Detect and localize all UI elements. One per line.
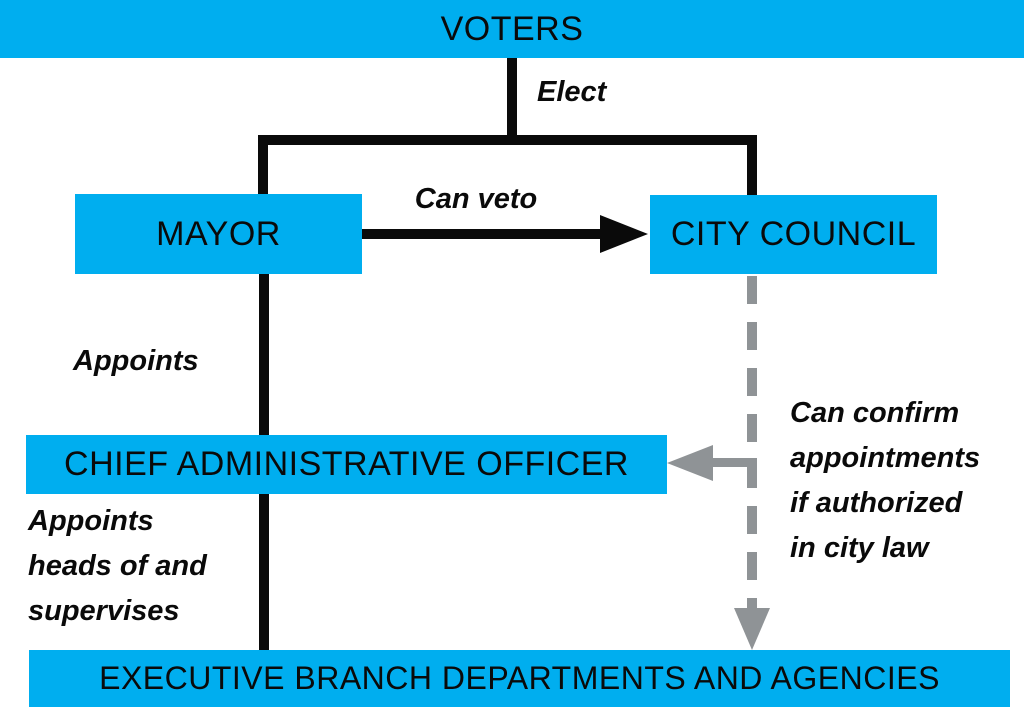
voters-elect-line <box>507 57 517 136</box>
confirm-down-arrowhead-icon <box>734 608 770 650</box>
elbow-connector-line <box>258 135 757 145</box>
voters-banner: VOTERS <box>0 0 1024 58</box>
city-council-box: CITY COUNCIL <box>650 195 937 274</box>
confirm-dashed-line <box>747 276 757 608</box>
can-confirm-label: Can confirm appointments if authorized i… <box>790 391 980 571</box>
appoints-heads-label: Appoints heads of and supervises <box>28 499 207 634</box>
mayor-box: MAYOR <box>75 194 362 274</box>
cao-box: CHIEF ADMINISTRATIVE OFFICER <box>26 435 667 494</box>
can-confirm-line-3: if authorized <box>790 487 963 519</box>
appoints-heads-line-2: heads of and <box>28 550 207 582</box>
line-to-council <box>747 135 757 196</box>
voters-label: VOTERS <box>440 9 584 48</box>
executive-branch-banner: EXECUTIVE BRANCH DEPARTMENTS AND AGENCIE… <box>29 650 1010 707</box>
mayor-label: MAYOR <box>156 214 281 253</box>
confirm-branch-line <box>710 458 757 467</box>
appoints-label: Appoints <box>73 345 199 377</box>
line-to-mayor <box>258 135 268 196</box>
cao-label: CHIEF ADMINISTRATIVE OFFICER <box>64 445 629 483</box>
executive-branch-label: EXECUTIVE BRANCH DEPARTMENTS AND AGENCIE… <box>99 660 940 696</box>
veto-arrowhead-icon <box>600 215 648 253</box>
appoints-heads-line-3: supervises <box>28 595 180 627</box>
appoints-heads-line-1: Appoints <box>28 505 154 537</box>
can-confirm-line-1: Can confirm <box>790 397 960 429</box>
confirm-left-arrowhead-icon <box>667 445 713 481</box>
can-veto-label: Can veto <box>414 183 538 215</box>
can-confirm-line-4: in city law <box>790 532 929 564</box>
can-confirm-line-2: appointments <box>790 442 981 474</box>
veto-arrow-shaft <box>362 229 602 239</box>
city-council-label: CITY COUNCIL <box>670 215 917 253</box>
elect-label: Elect <box>537 76 607 108</box>
